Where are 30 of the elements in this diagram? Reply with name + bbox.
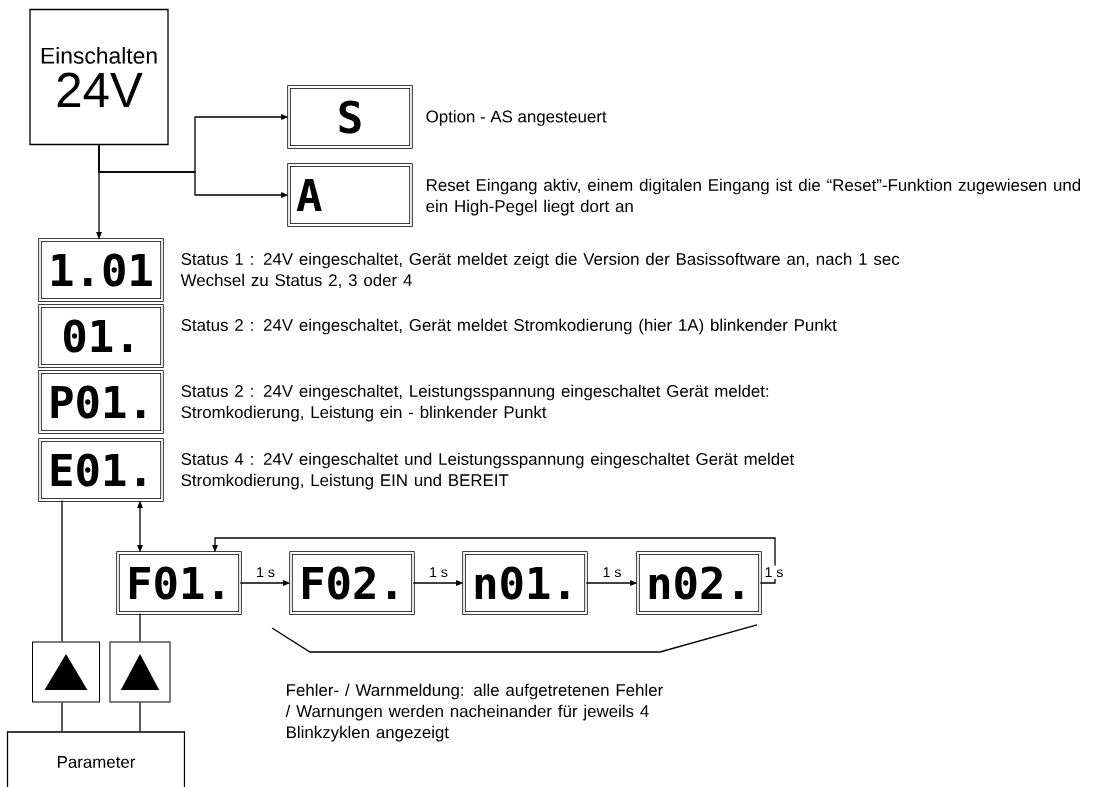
power-box: Einschalten 24V [29, 8, 169, 146]
key-button [32, 641, 100, 703]
segment-display: F02. [289, 551, 415, 615]
edge-label: 1 s [427, 565, 450, 579]
segment-display: 01. [38, 304, 164, 368]
description-text: Status 4 : 24V eingeschaltet und Leistungsspannung eingeschaltet Gerät meldet Stromkodierung, Leistung EIN und BEREIT [181, 452, 795, 490]
segment-display: 1.01 [38, 238, 164, 302]
connector-line [139, 701, 141, 732]
connector-line [139, 612, 141, 643]
edge-label: 1 s [600, 565, 624, 579]
key-button [109, 641, 171, 703]
edge-label: 1 s [762, 565, 786, 579]
parameter-box: Parameter [6, 731, 186, 787]
segment-display: E01. [38, 438, 164, 502]
description-text: Option - AS angesteuert [426, 110, 607, 126]
connector-line [61, 499, 63, 643]
segment-display: A [287, 163, 413, 227]
arrow [212, 537, 776, 584]
description-text: Reset Eingang aktiv, einem digitalen Eingang ist die “Reset”-Funktion zugewiesen und ein High-Pegel liegt dort an [426, 178, 1081, 216]
segment-display: n02. [636, 551, 762, 615]
description-text: Status 2 : 24V eingeschaltet, Leistungsspannung eingeschaltet Gerät meldet: Stromkodierung, Leistung ein - blinkender Punkt [181, 384, 769, 422]
description-text: Status 1 : 24V eingeschaltet, Gerät meldet zeigt die Version der Basissoftware an, nach 1 sec Wechsel zu Status 2, 3 oder 4 [180, 252, 900, 289]
description-text: Status 2 : 24V eingeschaltet, Gerät meldet Stromkodierung (hier 1A) blinkender Punkt [181, 318, 837, 335]
edge-label: 1 s [254, 565, 277, 579]
segment-display: n01. [462, 551, 588, 615]
connector-line [61, 701, 63, 732]
segment-display: S [287, 85, 413, 149]
segment-display: F01. [116, 551, 242, 615]
note-text: Fehler- / Warnmeldung: alle aufgetretenen Fehler / Warnungen werden nacheinander für jeweils 4 Blinkzyklen angezeigt [285, 683, 663, 742]
segment-display: P01. [38, 370, 164, 434]
